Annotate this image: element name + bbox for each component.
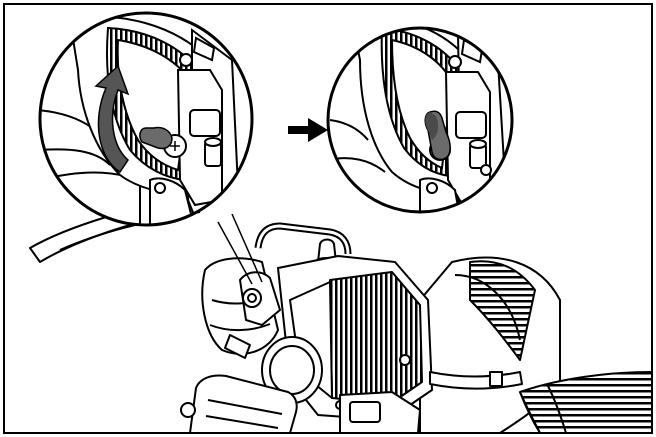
curved-arrow-up-icon — [94, 64, 130, 174]
choke-lever-closed — [139, 126, 173, 150]
callout-after — [326, 26, 514, 214]
blower-engine — [29, 194, 653, 434]
arrow-right-icon — [288, 118, 328, 142]
cooling-fins — [329, 271, 423, 405]
callout-before — [38, 11, 254, 227]
leader-lines — [217, 213, 263, 285]
